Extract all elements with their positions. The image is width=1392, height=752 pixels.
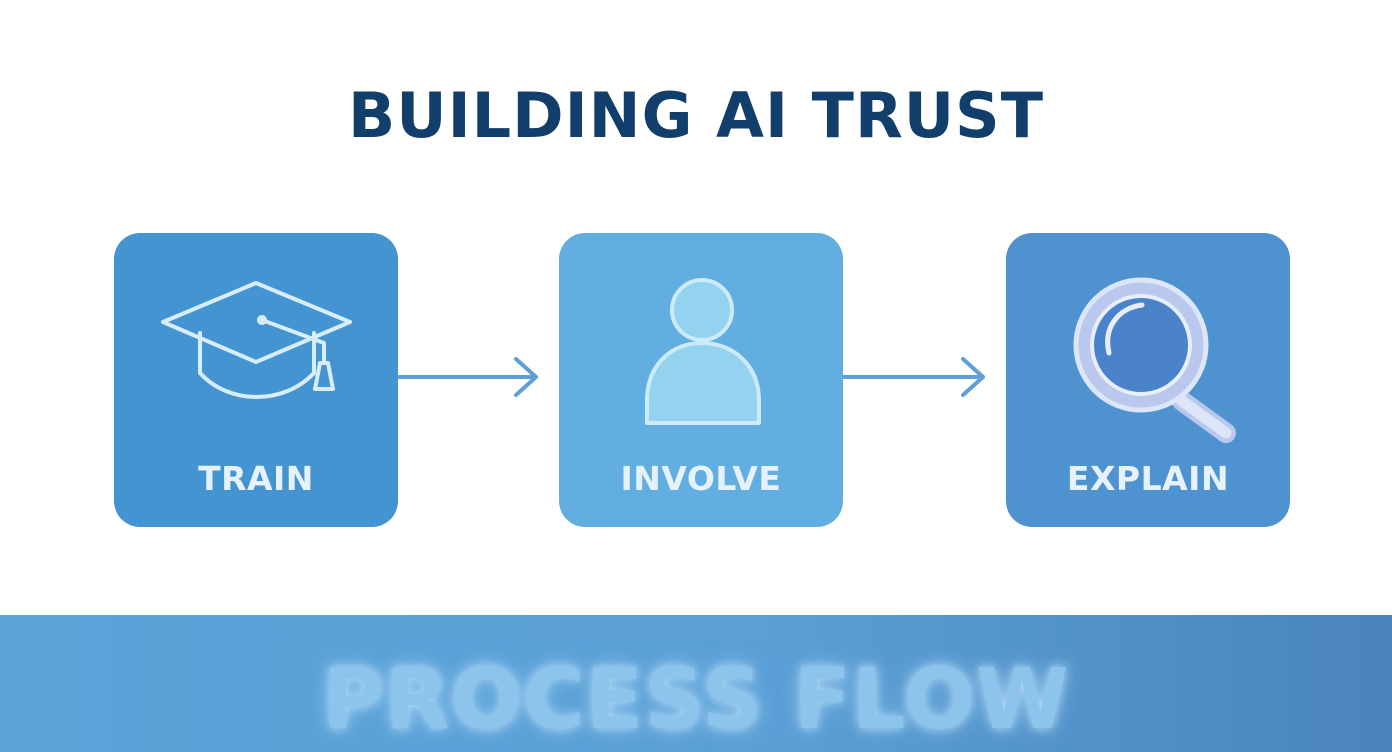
step-label-explain: EXPLAIN [1066, 459, 1230, 498]
diagram-title: BUILDING AI TRUST [347, 79, 1045, 152]
step-card-explain: EXPLAIN [1006, 233, 1290, 527]
flow-arrow-2 [843, 357, 985, 397]
person-icon [645, 278, 761, 425]
step-label-involve: INVOLVE [620, 459, 782, 498]
step-label-train: TRAIN [198, 459, 314, 498]
step-card-train: TRAIN [114, 233, 398, 527]
graduation-cap-icon [161, 281, 352, 399]
footer-band: PROCESS FLOW [0, 615, 1392, 752]
step-card-involve: INVOLVE [559, 233, 843, 527]
footer-text: PROCESS FLOW [322, 650, 1070, 748]
flow-arrow-1 [398, 357, 538, 397]
magnifying-glass-icon [1073, 277, 1236, 443]
